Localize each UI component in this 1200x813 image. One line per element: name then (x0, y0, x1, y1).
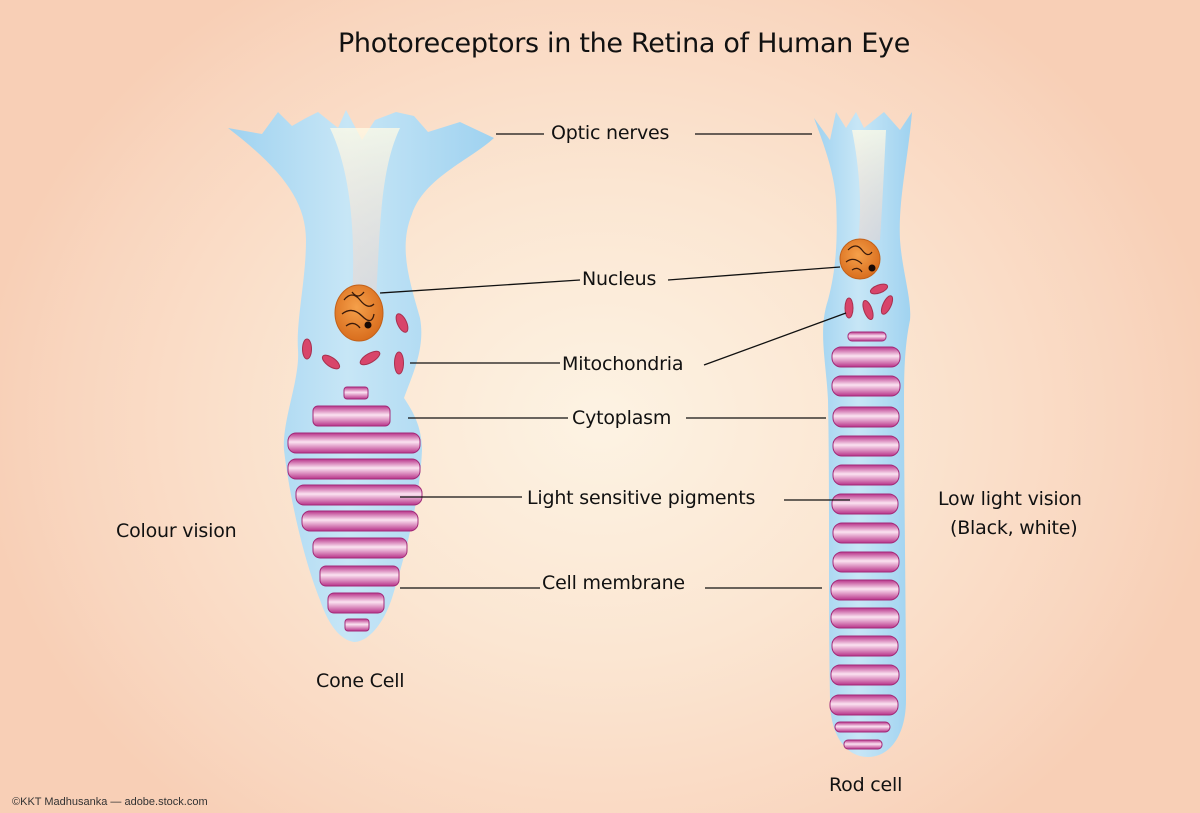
label-cell-membrane: Cell membrane (542, 572, 685, 594)
rod-cell-name: Rod cell (829, 774, 903, 796)
cone-mitochondria (302, 313, 409, 375)
rod-function-label-line2: (Black, white) (950, 517, 1078, 539)
rod-function-label-line1: Low light vision (938, 488, 1082, 510)
label-light-sensitive-pigments: Light sensitive pigments (527, 487, 756, 509)
cone-cell-name: Cone Cell (316, 670, 405, 692)
leader-lines (379, 133, 850, 589)
cone-function-label: Colour vision (116, 520, 237, 542)
cone-cell (228, 110, 494, 642)
rod-pigment-discs (829, 331, 901, 750)
cone-cell-body (228, 110, 494, 642)
rod-cell (814, 112, 912, 757)
rod-nucleus (839, 238, 881, 280)
cone-nerve-glow (330, 128, 400, 300)
label-mitochondria: Mitochondria (562, 353, 684, 375)
label-nucleus: Nucleus (582, 268, 657, 290)
diagram-title: Photoreceptors in the Retina of Human Ey… (337, 28, 911, 59)
label-optic-nerves: Optic nerves (551, 122, 670, 144)
label-cytoplasm: Cytoplasm (572, 407, 672, 429)
cone-nucleus (334, 284, 384, 342)
image-credit: ©KKT Madhusanka — adobe.stock.com (12, 796, 208, 808)
rod-nerve-glow (852, 130, 886, 240)
rod-mitochondria (844, 283, 894, 320)
cone-pigment-discs (287, 386, 423, 632)
